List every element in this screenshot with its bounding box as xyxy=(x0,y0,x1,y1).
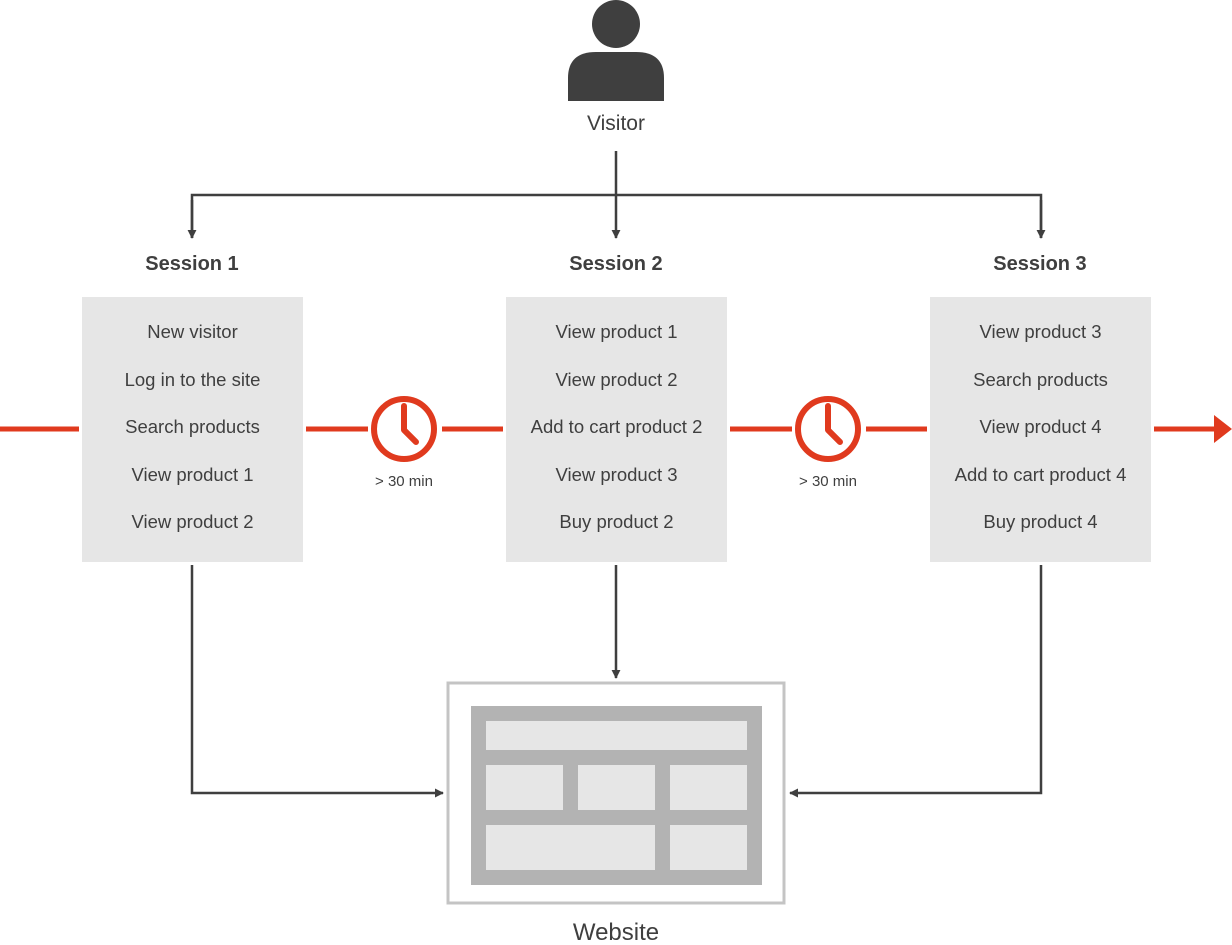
session-3-item: Buy product 4 xyxy=(983,511,1098,532)
visitor-connectors xyxy=(187,151,1046,239)
clock-icon xyxy=(371,396,437,462)
person-icon xyxy=(568,0,664,101)
gap-1-label: > 30 min xyxy=(375,473,433,490)
website-layout-icon xyxy=(446,681,786,905)
session-3-item: Search products xyxy=(973,368,1108,390)
session-1-item: New visitor xyxy=(147,321,238,342)
session-3-title: Session 3 xyxy=(993,253,1087,275)
session-1-item: Log in to the site xyxy=(124,368,261,390)
session-2-item: View product 1 xyxy=(555,321,678,342)
session-1-item: View product 2 xyxy=(131,511,254,532)
timeline-arrowhead-icon xyxy=(1214,415,1232,443)
session-2-item: Buy product 2 xyxy=(559,511,674,532)
connector-session-3-to-website xyxy=(789,565,1043,798)
session-1-item: View product 1 xyxy=(131,463,254,485)
session-2-box: View product 1 View product 2 Add to car… xyxy=(506,297,727,562)
website-label: Website xyxy=(572,919,660,945)
session-3-item: View product 3 xyxy=(979,321,1102,342)
gap-2-label: > 30 min xyxy=(799,473,857,490)
session-2-title: Session 2 xyxy=(569,253,663,275)
session-2-item: View product 2 xyxy=(555,368,678,390)
session-1-box: New visitor Log in to the site Search pr… xyxy=(82,297,303,562)
session-3-item: Add to cart product 4 xyxy=(954,463,1127,485)
session-2-item: View product 3 xyxy=(555,463,678,485)
visitor-label: Visitor xyxy=(587,112,645,135)
connector-session-1-to-website xyxy=(190,565,444,798)
clock-icon xyxy=(795,396,861,462)
session-3-item: View product 4 xyxy=(979,416,1102,437)
session-1-title: Session 1 xyxy=(145,253,239,275)
session-3-box: View product 3 Search products View prod… xyxy=(930,297,1151,562)
session-2-item: Add to cart product 2 xyxy=(530,416,703,437)
session-1-item: Search products xyxy=(125,416,260,437)
website-connectors xyxy=(190,565,1043,798)
